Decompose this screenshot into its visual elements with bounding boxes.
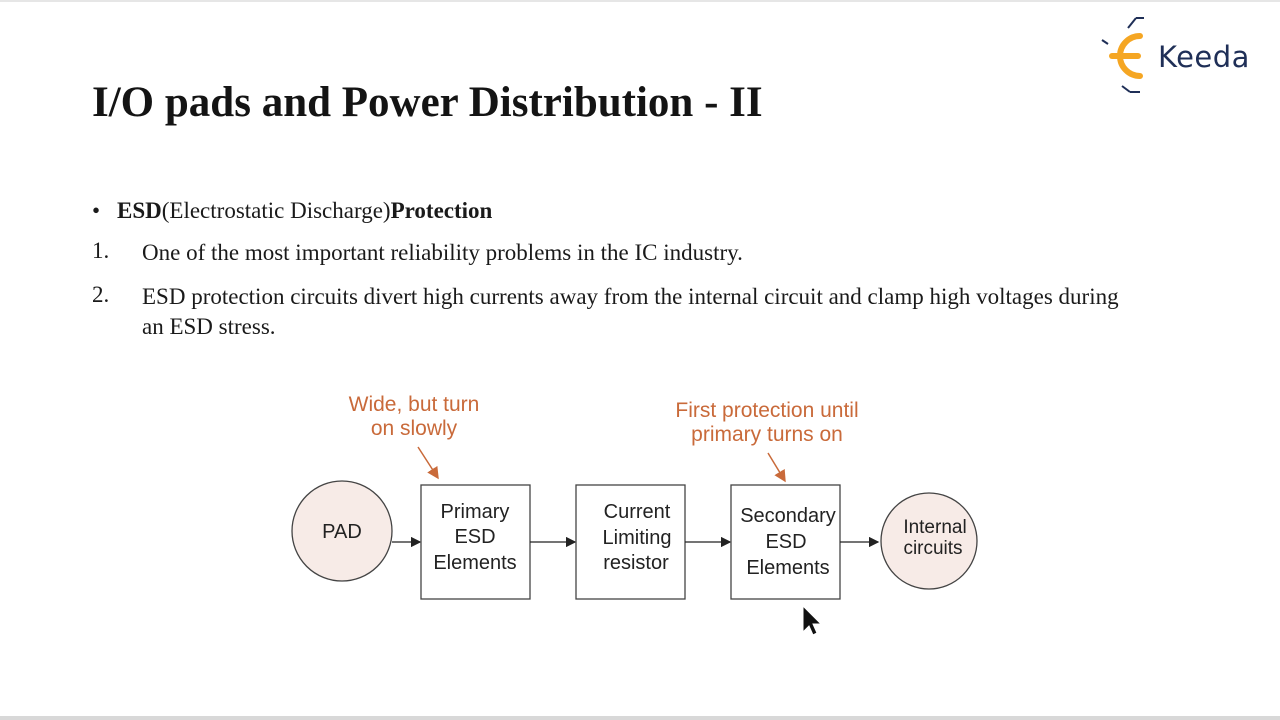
bullet-normal: (Electrostatic Discharge)	[161, 198, 391, 223]
slide-title: I/O pads and Power Distribution - II	[92, 79, 763, 126]
annotation-secondary-line-1: First protection until	[675, 399, 858, 422]
bullet-bold-tail: Protection	[390, 198, 493, 223]
primary-label-line-2: ESD	[454, 526, 495, 548]
primary-label-line-3: Elements	[433, 552, 516, 574]
secondary-label-line-2: ESD	[765, 531, 806, 553]
item-number: 1.	[92, 238, 110, 263]
ekeeda-logo-mark-icon	[1101, 17, 1144, 93]
resistor-label-line-3: resistor	[603, 552, 669, 574]
item-text: ESD protection circuits divert high curr…	[142, 284, 1119, 339]
item-number: 2.	[92, 282, 110, 307]
esd-protection-diagram: Wide, but turn on slowly First protectio…	[280, 380, 1000, 640]
pad-label: PAD	[322, 521, 362, 543]
item-text: One of the most important reliability pr…	[142, 240, 743, 265]
annotation-secondary-line-2: primary turns on	[691, 423, 843, 446]
pad-node	[291, 480, 393, 582]
primary-label-line-1: Primary	[441, 501, 510, 523]
ekeeda-logo: Keeda	[1100, 14, 1260, 94]
bullet-text: ESD(Electrostatic Discharge)Protection	[117, 198, 492, 224]
annotation-primary-line-2: on slowly	[371, 417, 458, 440]
resistor-label-line-1: Current	[604, 501, 671, 523]
annotation-secondary-arrow	[767, 452, 786, 483]
internal-circuits-node	[880, 492, 978, 590]
primary-esd-node	[420, 484, 531, 600]
current-limiting-resistor-node	[575, 484, 686, 600]
bullet-symbol: •	[92, 198, 101, 223]
annotation-primary-arrow	[417, 446, 439, 480]
resistor-label-line-2: Limiting	[603, 527, 672, 549]
top-border	[0, 0, 1280, 2]
esd-diagram-svg: Wide, but turn on slowly First protectio…	[291, 393, 978, 636]
bullet-bold-lead: ESD	[117, 198, 162, 223]
secondary-esd-node	[730, 484, 841, 600]
secondary-label-line-3: Elements	[746, 557, 829, 579]
bottom-border	[0, 716, 1280, 720]
annotation-primary-line-1: Wide, but turn	[349, 393, 480, 416]
secondary-label-line-1: Secondary	[740, 505, 836, 527]
logo-text: Keeda	[1158, 40, 1250, 74]
internal-label-line-2: circuits	[903, 538, 962, 559]
internal-label-line-1: Internal	[903, 517, 966, 538]
mouse-cursor-icon	[802, 604, 823, 636]
